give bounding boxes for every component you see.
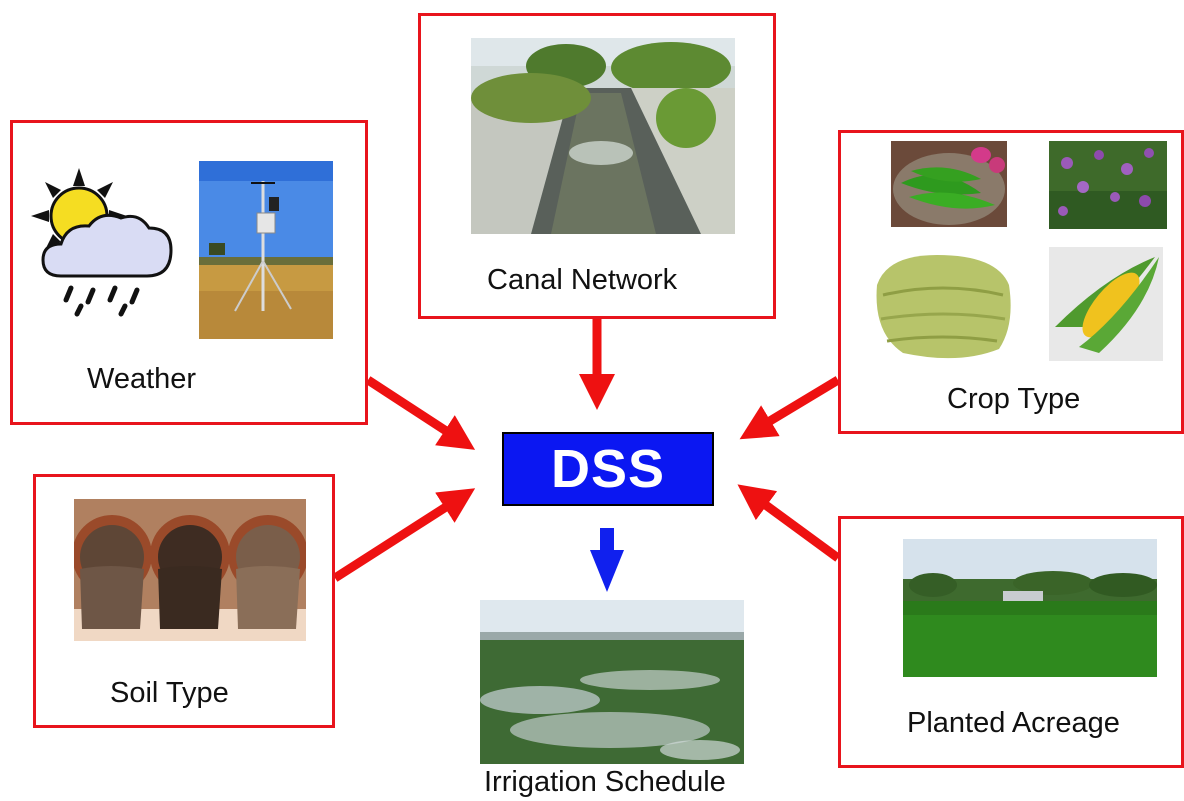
canal-photo	[471, 38, 735, 234]
crop-type-box: Crop Type	[838, 130, 1184, 434]
chile-peppers-photo	[891, 141, 1007, 227]
arrow-crop-to-dss	[739, 376, 841, 440]
weather-station-photo	[199, 161, 333, 339]
arrow-weather-to-dss	[365, 376, 476, 450]
arrow-dss-to-schedule	[590, 528, 624, 592]
irrigation-schedule-label: Irrigation Schedule	[484, 766, 726, 798]
planted-acreage-label: Planted Acreage	[907, 707, 1120, 739]
arrow-acreage-to-dss	[737, 484, 841, 562]
soil-samples-photo	[74, 499, 306, 641]
corn-cob-photo	[1049, 247, 1163, 361]
soil-type-box: Soil Type	[33, 474, 335, 728]
dss-box: DSS	[502, 432, 714, 506]
hay-bale-photo	[869, 245, 1017, 365]
canal-network-box: Canal Network	[418, 13, 776, 319]
alfalfa-flowers-photo	[1049, 141, 1167, 229]
arrow-soil-to-dss	[332, 488, 476, 582]
irrigated-field-photo	[480, 600, 744, 764]
canal-network-label: Canal Network	[487, 264, 678, 296]
soil-type-label: Soil Type	[110, 677, 229, 709]
planted-acreage-box: Planted Acreage	[838, 516, 1184, 768]
planted-field-photo	[903, 539, 1157, 677]
weather-label: Weather	[87, 363, 197, 395]
crop-type-label: Crop Type	[947, 383, 1081, 415]
weather-box: Weather	[10, 120, 368, 425]
sun-cloud-rain-icon	[21, 168, 181, 323]
